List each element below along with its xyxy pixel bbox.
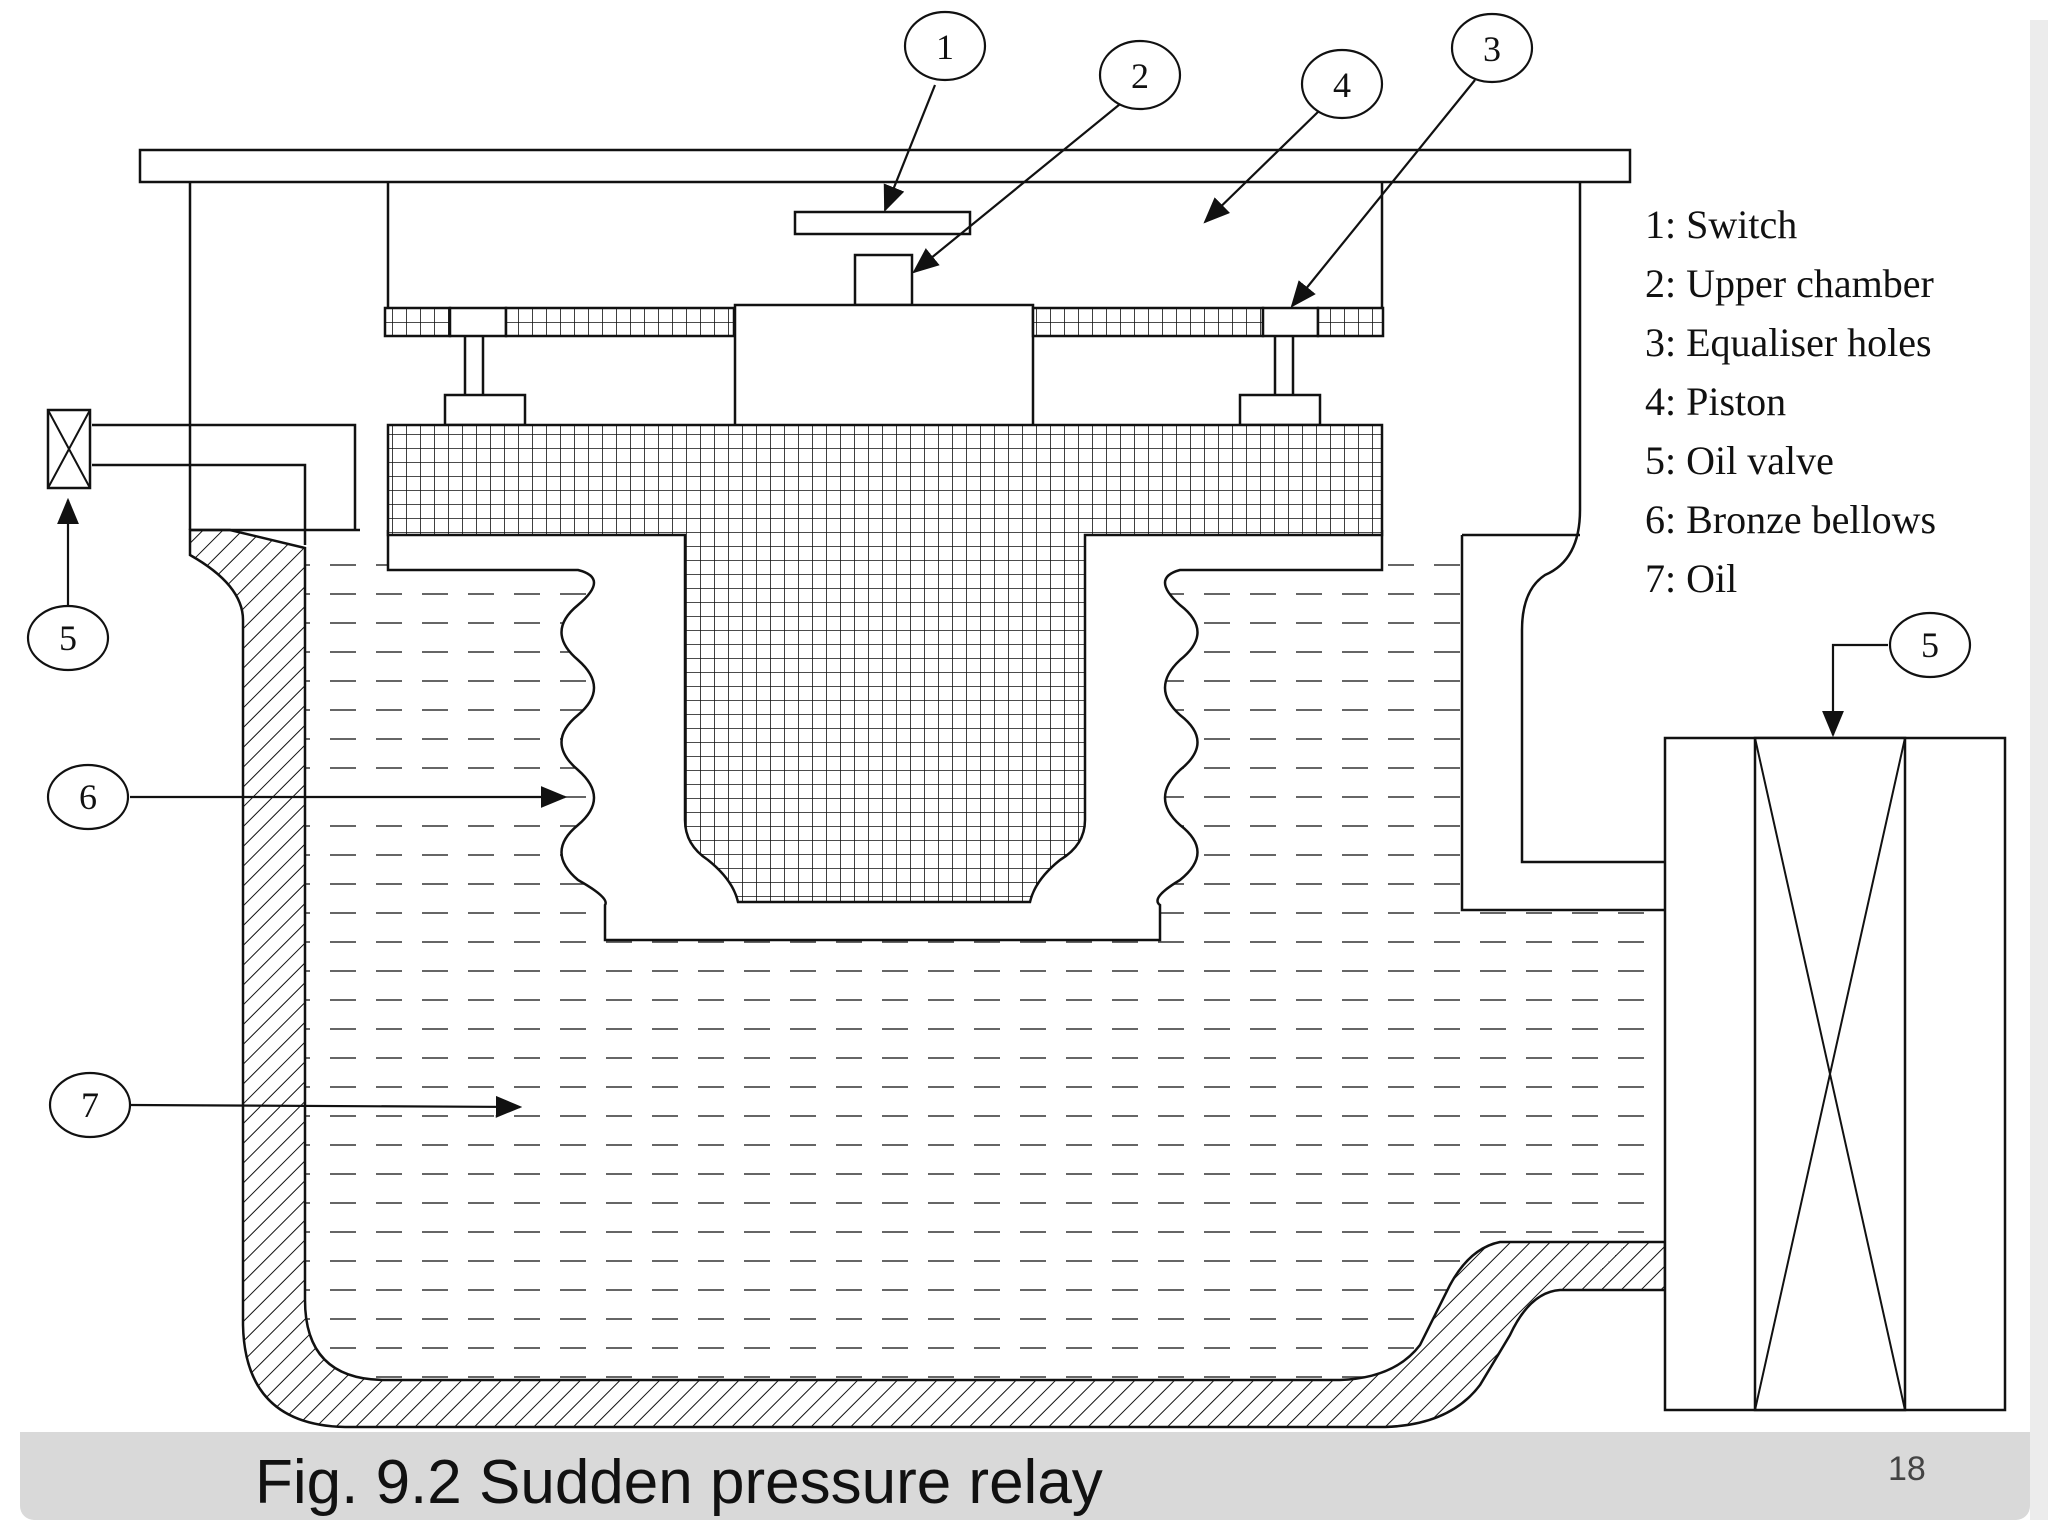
legend-item: 5: Oil valve	[1645, 438, 1834, 483]
top-plate	[138, 148, 1632, 184]
slide-edge	[2030, 20, 2048, 1520]
legend-item: 1: Switch	[1645, 202, 1798, 247]
legend-item: 2: Upper chamber	[1645, 261, 1934, 306]
valve-pipe	[92, 423, 357, 545]
tank-wall	[188, 528, 1667, 1429]
callout-3: 3	[1483, 29, 1501, 69]
figure-caption: Fig. 9.2 Sudden pressure relay	[255, 1448, 1103, 1517]
legend: 1: Switch 2: Upper chamber 3: Equaliser …	[1645, 195, 1936, 608]
callout-5-left: 5	[59, 618, 77, 658]
callout-1: 1	[936, 27, 954, 67]
legend-item: 4: Piston	[1645, 379, 1787, 424]
callout-7: 7	[81, 1085, 99, 1125]
upper-chamber-walls	[386, 182, 1384, 310]
piston-rod	[853, 253, 914, 307]
callout-4: 4	[1333, 65, 1351, 105]
piston-block	[733, 303, 1035, 429]
legend-item: 3: Equaliser holes	[1645, 320, 1932, 365]
legend-item: 7: Oil	[1645, 556, 1738, 601]
callout-6: 6	[79, 777, 97, 817]
outer-housing	[188, 182, 1665, 912]
page-number: 18	[1888, 1450, 1926, 1488]
legend-item: 6: Bronze bellows	[1645, 497, 1937, 542]
piston-grid	[386, 423, 1384, 904]
equaliser-hole	[1261, 306, 1320, 338]
footer-bar	[20, 1432, 2030, 1520]
callout-2: 2	[1131, 56, 1149, 96]
switch	[793, 210, 972, 236]
callout-5-right: 5	[1921, 625, 1939, 665]
